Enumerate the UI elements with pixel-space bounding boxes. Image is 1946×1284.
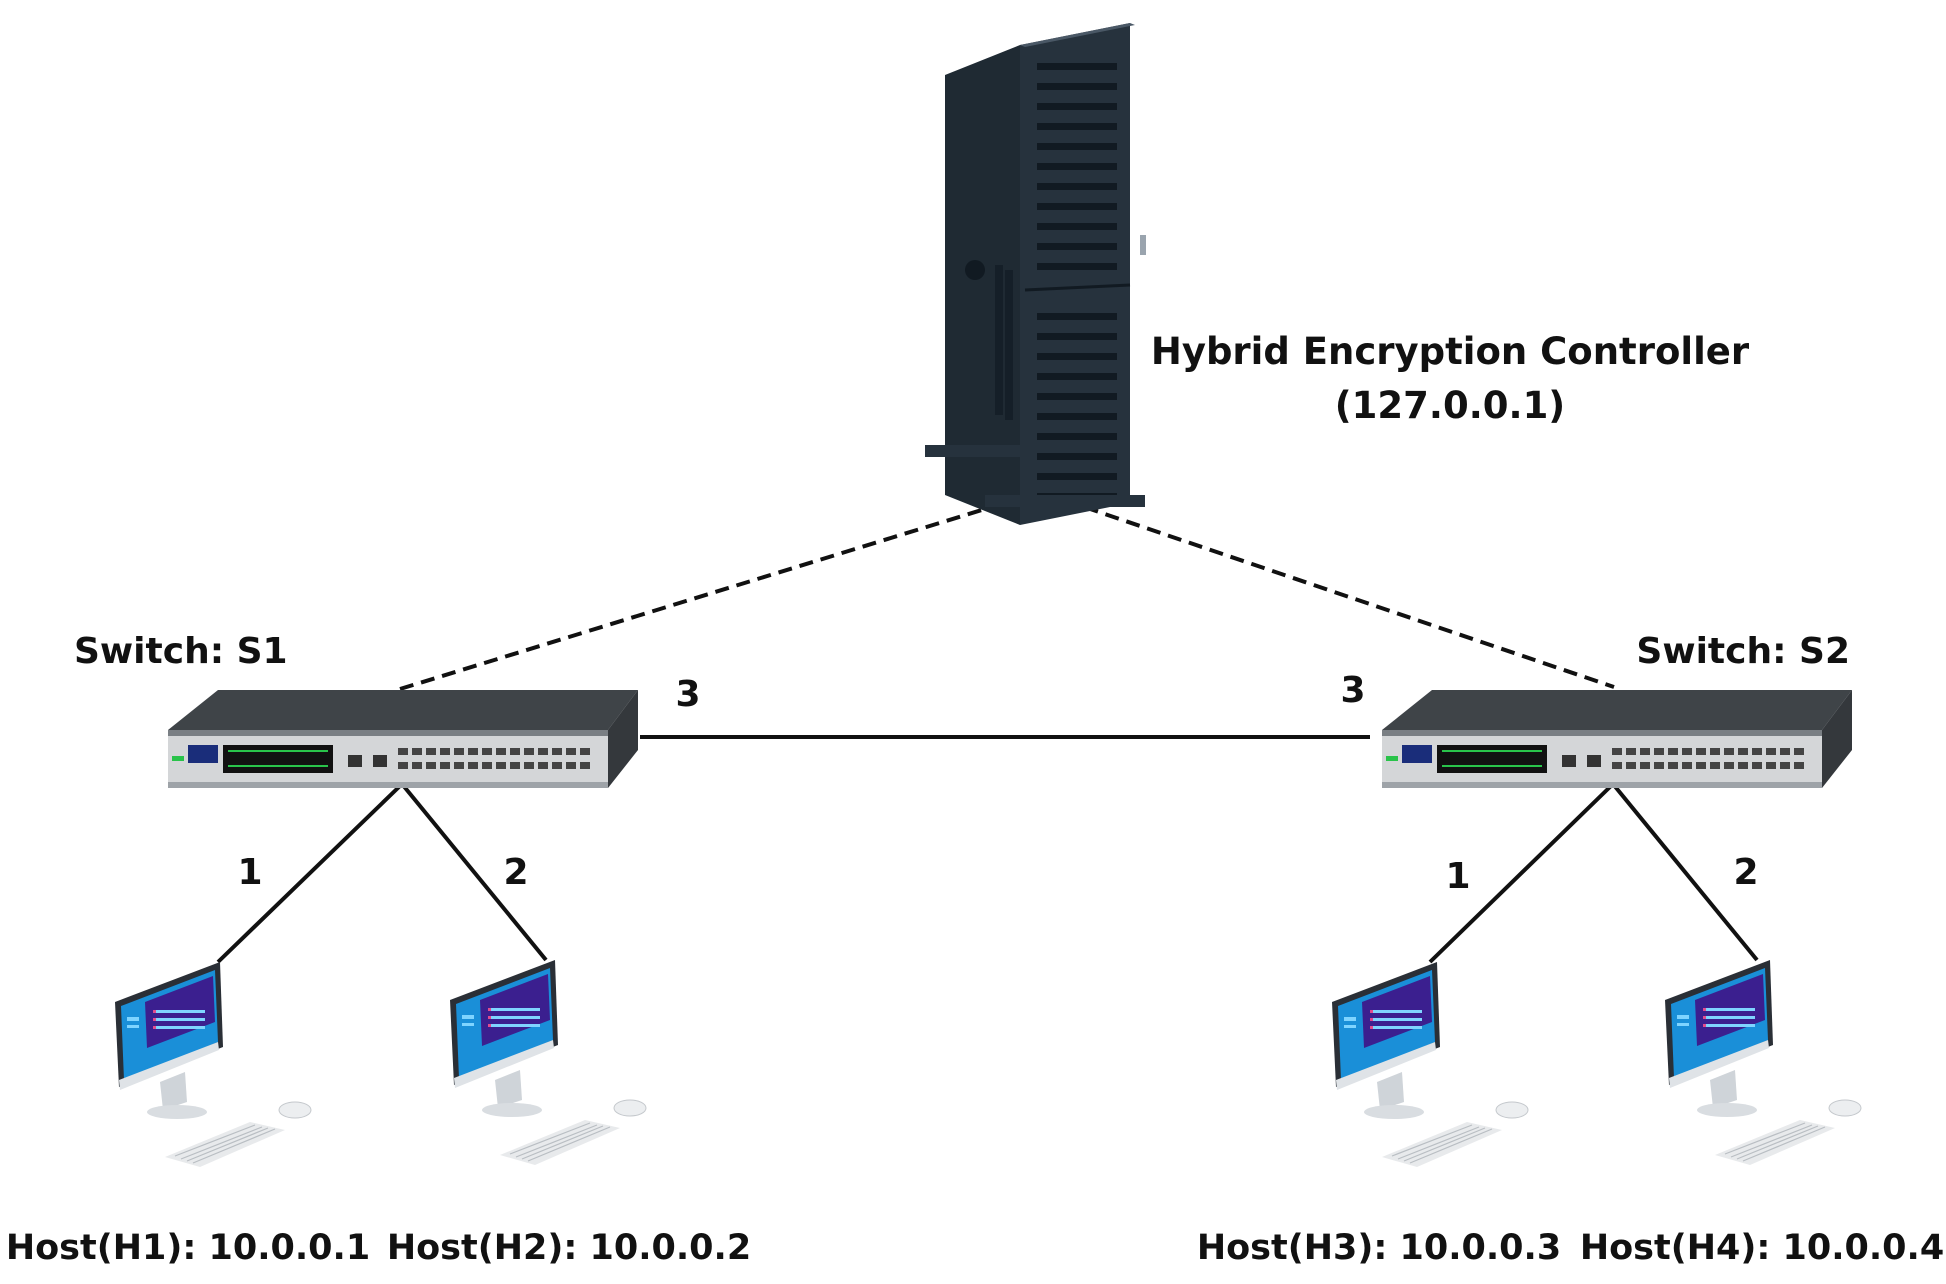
host-label-h2: Host(H2): 10.0.0.2 (387, 1228, 751, 1268)
network-switch-icon-s1[interactable] (168, 690, 638, 788)
desktop-computer-icon-h2[interactable] (449, 959, 647, 1166)
control-link-s2 (1042, 491, 1615, 689)
links (216, 491, 1759, 964)
desktop-computer-icon-h1[interactable] (114, 961, 312, 1168)
port-label-s2-h4: 2 (1733, 852, 1758, 893)
link-s2-h3 (1428, 782, 1615, 964)
port-label-s1-h1: 1 (237, 852, 262, 893)
server-tower-icon[interactable] (923, 21, 1148, 527)
controller-name: Hybrid Encryption Controller (1151, 330, 1750, 373)
control-link-s1 (399, 491, 1038, 691)
host-label-h4: Host(H4): 10.0.0.4 (1580, 1228, 1944, 1268)
link-s1-h1 (216, 782, 404, 964)
desktop-computer-icon-h4[interactable] (1664, 959, 1862, 1166)
desktop-computer-icon-h3[interactable] (1331, 961, 1529, 1168)
link-s1-h2 (400, 782, 548, 962)
port-label-s2-s1: 3 (1340, 670, 1365, 711)
port-label-s1-h2: 2 (503, 852, 528, 893)
port-label-s1-s2: 3 (675, 674, 700, 715)
host-label-h3: Host(H3): 10.0.0.3 (1197, 1228, 1561, 1268)
port-label-s2-h3: 1 (1445, 856, 1470, 897)
link-s2-h4 (1611, 782, 1759, 962)
host-label-h1: Host(H1): 10.0.0.1 (6, 1228, 370, 1268)
controller-ip: (127.0.0.1) (1335, 384, 1565, 427)
network-switch-icon-s2[interactable] (1382, 690, 1852, 788)
switch-label-s1: Switch: S1 (74, 631, 288, 672)
switch-label-s2: Switch: S2 (1636, 631, 1850, 672)
